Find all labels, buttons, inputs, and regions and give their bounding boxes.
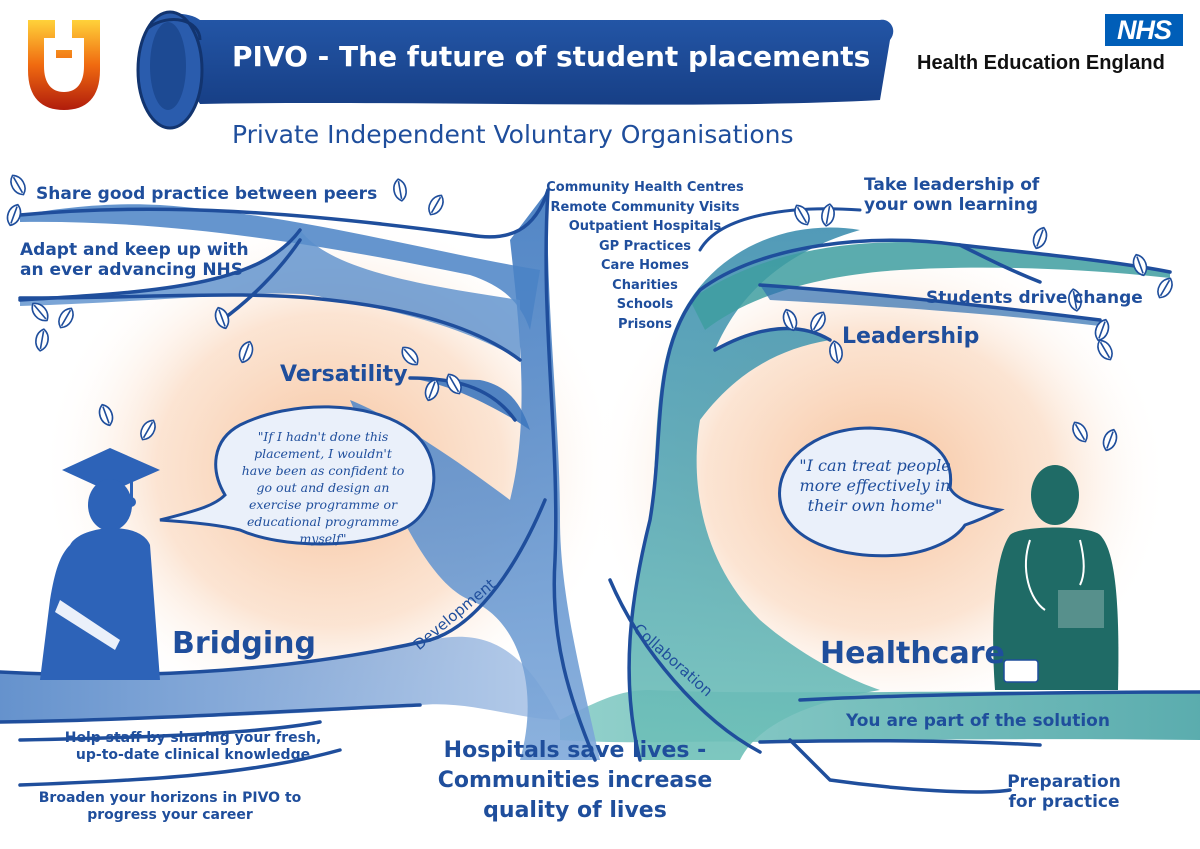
leaf-icon <box>6 203 22 227</box>
branch-outlines <box>0 188 1200 794</box>
list-item: Care Homes <box>601 258 689 273</box>
list-item: Outpatient Hospitals <box>568 219 722 234</box>
right-thin-branch <box>760 285 1100 326</box>
page-subtitle: Private Independent Voluntary Organisati… <box>232 120 794 149</box>
help-staff-line1: Help staff by sharing your fresh, <box>64 730 322 746</box>
preparation-label: Preparation for practice <box>1004 772 1124 812</box>
center-line1: Hospitals save lives - <box>443 738 707 763</box>
students-drive-label: Students drive change <box>926 288 1143 308</box>
right-top-branch-line <box>698 207 862 252</box>
leaf-icon <box>31 302 49 322</box>
leaf-icon <box>810 311 826 333</box>
list-item: Remote Community Visits <box>550 199 740 215</box>
adapt-label-line2: an ever advancing NHS <box>20 260 244 281</box>
solution-label: You are part of the solution <box>846 711 1110 731</box>
page-title: PIVO - The future of student placements <box>232 40 871 73</box>
graduate-figure-icon <box>40 448 160 680</box>
adapt-label-line1: Adapt and keep up with <box>20 240 249 260</box>
list-item: Charities <box>612 277 678 293</box>
share-practice-label: Share good practice between peers <box>36 184 378 204</box>
leaf-icon <box>98 403 114 427</box>
center-line3: quality of lives <box>483 798 667 823</box>
settings-list: Community Health Centres Remote Communit… <box>520 178 770 334</box>
center-line2: Communities increase <box>437 768 713 793</box>
leaf-icon <box>58 307 74 329</box>
center-statement: Hospitals save lives - Communities incre… <box>430 736 720 826</box>
take-leadership-line1: Take leadership of <box>864 175 1040 195</box>
preparation-line2: for practice <box>1008 792 1120 813</box>
leaf-icon <box>140 419 156 441</box>
broaden-line2: progress your career <box>87 806 253 823</box>
left-upper-branch <box>20 204 540 330</box>
leaves <box>6 174 1173 452</box>
preparation-line1: Preparation <box>1007 772 1121 792</box>
leadership-label: Leadership <box>842 324 980 349</box>
list-item: Community Health Centres <box>546 180 744 195</box>
right-speech-bubble <box>778 426 1005 558</box>
leaf-icon <box>782 308 798 332</box>
leaf-icon <box>428 194 444 216</box>
right-quote: "I can treat people more effectively in … <box>799 456 951 515</box>
left-speech-bubble <box>159 405 436 546</box>
take-leadership-line2: your own learning <box>864 195 1038 216</box>
org-name: Health Education England <box>917 52 1165 74</box>
nhs-logo: NHS <box>1105 14 1183 46</box>
title-banner <box>136 10 894 130</box>
leaf-icon <box>401 346 419 366</box>
right-trunk <box>629 227 880 761</box>
healthcare-label: Healthcare <box>820 636 1005 671</box>
leaf-icon <box>1157 277 1173 299</box>
leaf-icon <box>393 178 407 202</box>
help-staff-line2: up-to-date clinical knowledge <box>75 746 311 763</box>
leaf-icon <box>424 378 440 402</box>
leaf-icon <box>10 174 26 196</box>
leaf-icon <box>821 203 835 227</box>
left-trunk <box>350 190 600 760</box>
leaf-icon <box>1072 421 1088 443</box>
leaf-icon <box>1094 318 1110 342</box>
help-staff-label: Help staff by sharing your fresh, up-to-… <box>58 730 328 763</box>
leaf-icon <box>1032 226 1048 250</box>
university-logo-icon <box>28 20 100 110</box>
left-ground <box>0 636 560 722</box>
doctor-figure-icon <box>993 465 1119 690</box>
leaf-icon <box>446 373 462 395</box>
leaf-icon <box>1097 339 1113 361</box>
bridging-label: Bridging <box>172 626 317 661</box>
list-item: Schools <box>616 297 674 312</box>
list-item: Prisons <box>617 316 673 332</box>
versatility-branch <box>410 378 530 430</box>
broaden-label: Broaden your horizons in PIVO to progres… <box>30 790 310 823</box>
versatility-label: Versatility <box>280 362 408 387</box>
leaf-icon <box>1132 253 1148 277</box>
adapt-label: Adapt and keep up with an ever advancing… <box>20 240 249 280</box>
leaf-icon <box>829 340 843 364</box>
leaf-icon <box>794 204 810 226</box>
take-leadership-label: Take leadership of your own learning <box>864 175 1039 215</box>
leaf-icon <box>1102 428 1118 452</box>
list-item: GP Practices <box>598 238 692 254</box>
leaf-icon <box>214 306 230 330</box>
left-quote: "If I hadn't done this placement, I woul… <box>241 429 405 546</box>
right-upper-branch <box>690 242 1170 330</box>
leaf-icon <box>1068 288 1082 312</box>
leaf-icon <box>238 340 254 364</box>
broaden-line1: Broaden your horizons in PIVO to <box>38 790 302 806</box>
leaf-icon <box>35 328 49 352</box>
